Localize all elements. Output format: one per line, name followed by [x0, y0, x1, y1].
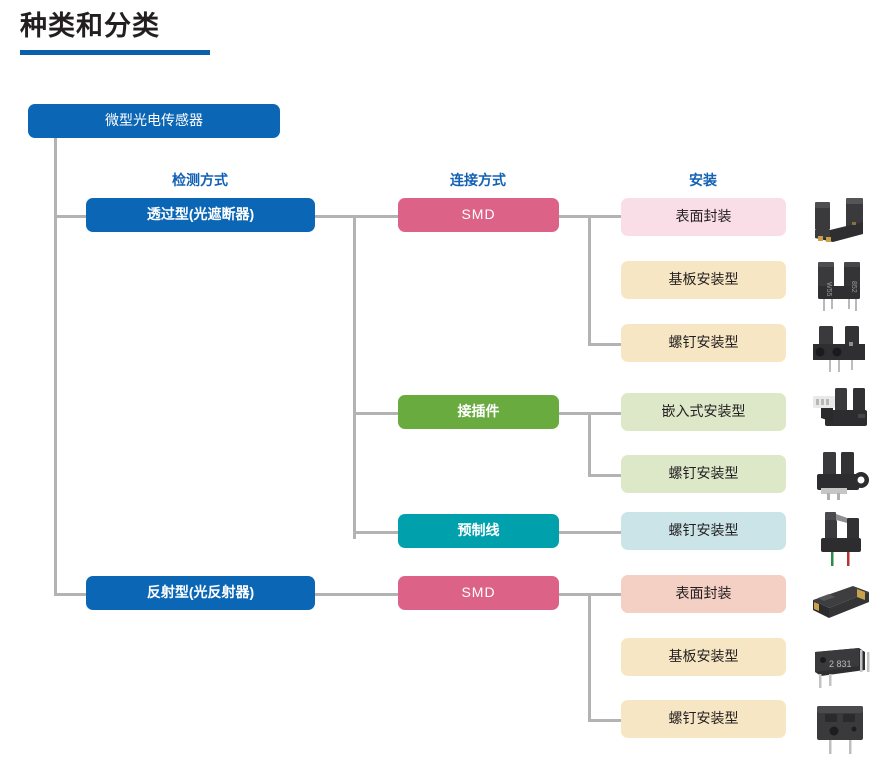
trunk-line-transmissive — [353, 215, 356, 539]
photo-interrupter-thru-icon: W55 852 — [805, 255, 877, 315]
trunk-line-smd1 — [588, 215, 591, 345]
link-transmissive-to-connector — [353, 412, 400, 415]
node-mounting-surface-package-reflective[interactable]: 表面封装 — [621, 575, 786, 613]
link-smd1-to-screw — [588, 343, 622, 346]
svg-text:852: 852 — [850, 281, 857, 293]
node-root-micro-photoelectric-sensor[interactable]: 微型光电传感器 — [28, 104, 280, 138]
node-mounting-board-reflective[interactable]: 基板安装型 — [621, 638, 786, 676]
node-mounting-board-transmissive[interactable]: 基板安装型 — [621, 261, 786, 299]
svg-text:2 831: 2 831 — [829, 659, 852, 669]
node-mounting-screw-cable[interactable]: 螺钉安装型 — [621, 512, 786, 550]
photo-interrupter-screw-icon — [805, 318, 877, 378]
photo-interrupter-smd-icon — [805, 192, 877, 252]
photo-connector-embed-icon — [805, 382, 877, 442]
node-mounting-surface-package-transmissive[interactable]: 表面封装 — [621, 198, 786, 236]
link-transmissive-to-cable — [353, 531, 400, 534]
trunk-line-connector — [588, 412, 591, 477]
node-smd-transmissive[interactable]: SMD — [398, 198, 559, 232]
column-header-mounting: 安装 — [689, 172, 717, 188]
link-smd2-to-screw — [588, 719, 622, 722]
photo-cable-screw-icon — [805, 508, 877, 568]
link-cable-to-screw — [558, 531, 622, 534]
node-mounting-screw-connector[interactable]: 螺钉安装型 — [621, 455, 786, 493]
page-title: 种类和分类 — [20, 11, 160, 41]
photo-reflector-thru-icon: 2 831 — [805, 636, 877, 696]
trunk-line-smd2 — [588, 593, 591, 721]
node-mounting-screw-reflective[interactable]: 螺钉安装型 — [621, 700, 786, 738]
node-transmissive-photointerrupter[interactable]: 透过型(光遮断器) — [86, 198, 315, 232]
column-header-detection: 检测方式 — [172, 172, 228, 188]
node-mounting-embedded-connector[interactable]: 嵌入式安装型 — [621, 393, 786, 431]
photo-reflector-screw-icon — [805, 698, 877, 758]
trunk-line-root — [54, 138, 57, 596]
branch-line-reflective — [54, 593, 88, 596]
link-transmissive-to-smd1 — [315, 215, 400, 218]
link-reflective-to-smd2 — [315, 593, 400, 596]
column-header-connection: 连接方式 — [450, 172, 506, 188]
node-reflective-photoreflector[interactable]: 反射型(光反射器) — [86, 576, 315, 610]
node-prewired-cable-type[interactable]: 预制线 — [398, 514, 559, 548]
photo-connector-screw-icon — [805, 446, 877, 506]
link-connector-to-screw — [588, 474, 622, 477]
node-connector-type[interactable]: 接插件 — [398, 395, 559, 429]
branch-line-transmissive — [54, 215, 88, 218]
svg-text:W55: W55 — [825, 282, 832, 297]
photo-reflector-smd-icon — [805, 572, 877, 632]
node-smd-reflective[interactable]: SMD — [398, 576, 559, 610]
title-underline-rule — [20, 50, 210, 55]
node-mounting-screw-transmissive-smd[interactable]: 螺钉安装型 — [621, 324, 786, 362]
